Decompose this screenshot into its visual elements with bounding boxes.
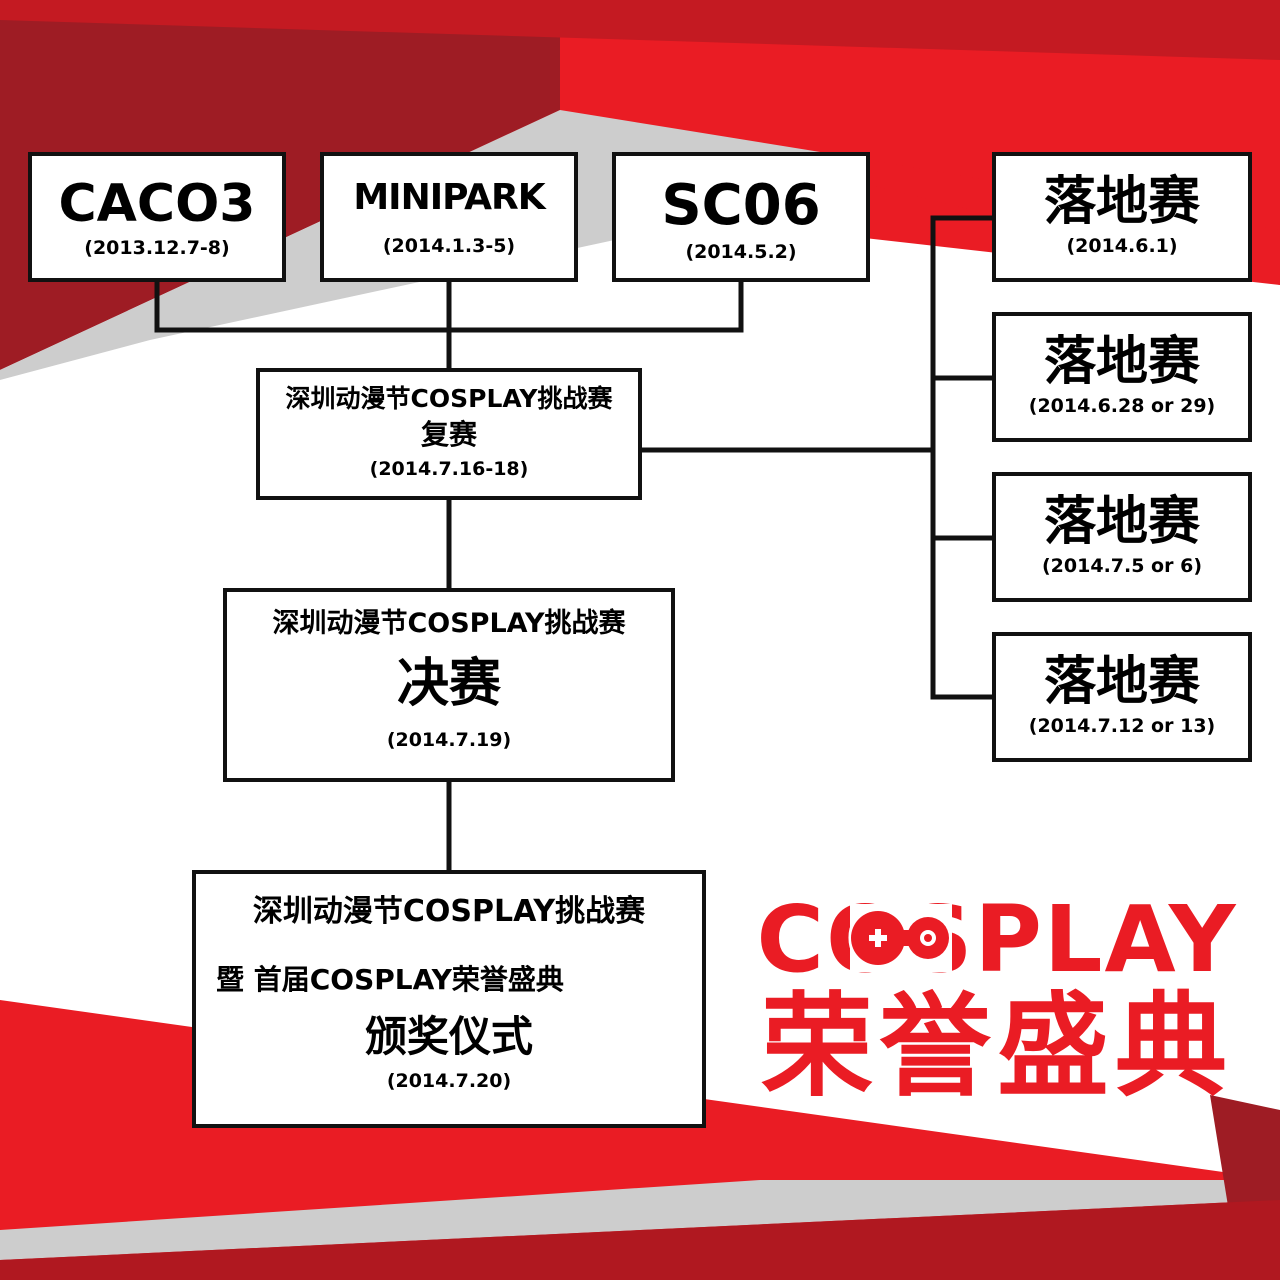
gamepad-icon <box>850 904 952 972</box>
bg-dark-red-bottom <box>0 1200 1280 1280</box>
logo-text-en: COSPLAY <box>756 886 1238 993</box>
node-minipark-date: (2014.1.3-5) <box>382 235 516 257</box>
node-semifinal-date: (2014.7.16-18) <box>369 458 529 480</box>
node-ceremony-event: 深圳动漫节COSPLAY挑战赛 <box>252 894 646 929</box>
node-semifinal: 深圳动漫节COSPLAY挑战赛 复赛 (2014.7.16-18) <box>256 368 642 500</box>
node-landing-2-title: 落地赛 <box>1043 332 1200 392</box>
node-ceremony: 深圳动漫节COSPLAY挑战赛 暨 首届COSPLAY荣誉盛典 颁奖仪式 (20… <box>192 870 706 1128</box>
bg-gray-bottom <box>0 1180 1280 1260</box>
node-landing-3: 落地赛 (2014.7.5 or 6) <box>992 472 1252 602</box>
node-ceremony-date: (2014.7.20) <box>386 1070 512 1092</box>
node-semifinal-stage: 复赛 <box>420 418 477 451</box>
node-ceremony-subtitle: 暨 首届COSPLAY荣誉盛典 <box>216 963 564 996</box>
node-sc06: SC06 (2014.5.2) <box>612 152 870 282</box>
node-landing-4: 落地赛 (2014.7.12 or 13) <box>992 632 1252 762</box>
node-landing-4-title: 落地赛 <box>1043 652 1200 712</box>
node-final-date: (2014.7.19) <box>386 729 512 751</box>
node-landing-1: 落地赛 (2014.6.1) <box>992 152 1252 282</box>
node-landing-2: 落地赛 (2014.6.28 or 29) <box>992 312 1252 442</box>
bg-darker-top-band <box>0 0 1280 60</box>
node-minipark: MINIPARK (2014.1.3-5) <box>320 152 578 282</box>
node-landing-2-date: (2014.6.28 or 29) <box>1028 395 1216 417</box>
node-landing-1-date: (2014.6.1) <box>1066 235 1178 257</box>
node-landing-3-date: (2014.7.5 or 6) <box>1042 555 1202 577</box>
node-final-event: 深圳动漫节COSPLAY挑战赛 <box>272 608 626 639</box>
node-caco3-date: (2013.12.7-8) <box>84 237 230 259</box>
cosplay-honor-logo: COSPLAY 荣誉盛典 <box>732 892 1262 1122</box>
logo-text-zh: 荣誉盛典 <box>761 982 1233 1112</box>
node-landing-1-title: 落地赛 <box>1043 172 1200 232</box>
node-final-stage: 决赛 <box>396 654 501 714</box>
node-semifinal-event: 深圳动漫节COSPLAY挑战赛 <box>285 384 613 413</box>
node-sc06-title: SC06 <box>661 173 821 238</box>
node-final: 深圳动漫节COSPLAY挑战赛 决赛 (2014.7.19) <box>223 588 675 782</box>
node-ceremony-stage: 颁奖仪式 <box>364 1012 533 1061</box>
node-caco3-title: CACO3 <box>58 174 256 234</box>
node-minipark-title: MINIPARK <box>353 177 545 218</box>
node-caco3: CACO3 (2013.12.7-8) <box>28 152 286 282</box>
node-landing-3-title: 落地赛 <box>1043 492 1200 552</box>
node-landing-4-date: (2014.7.12 or 13) <box>1028 715 1216 737</box>
node-sc06-date: (2014.5.2) <box>685 241 797 263</box>
